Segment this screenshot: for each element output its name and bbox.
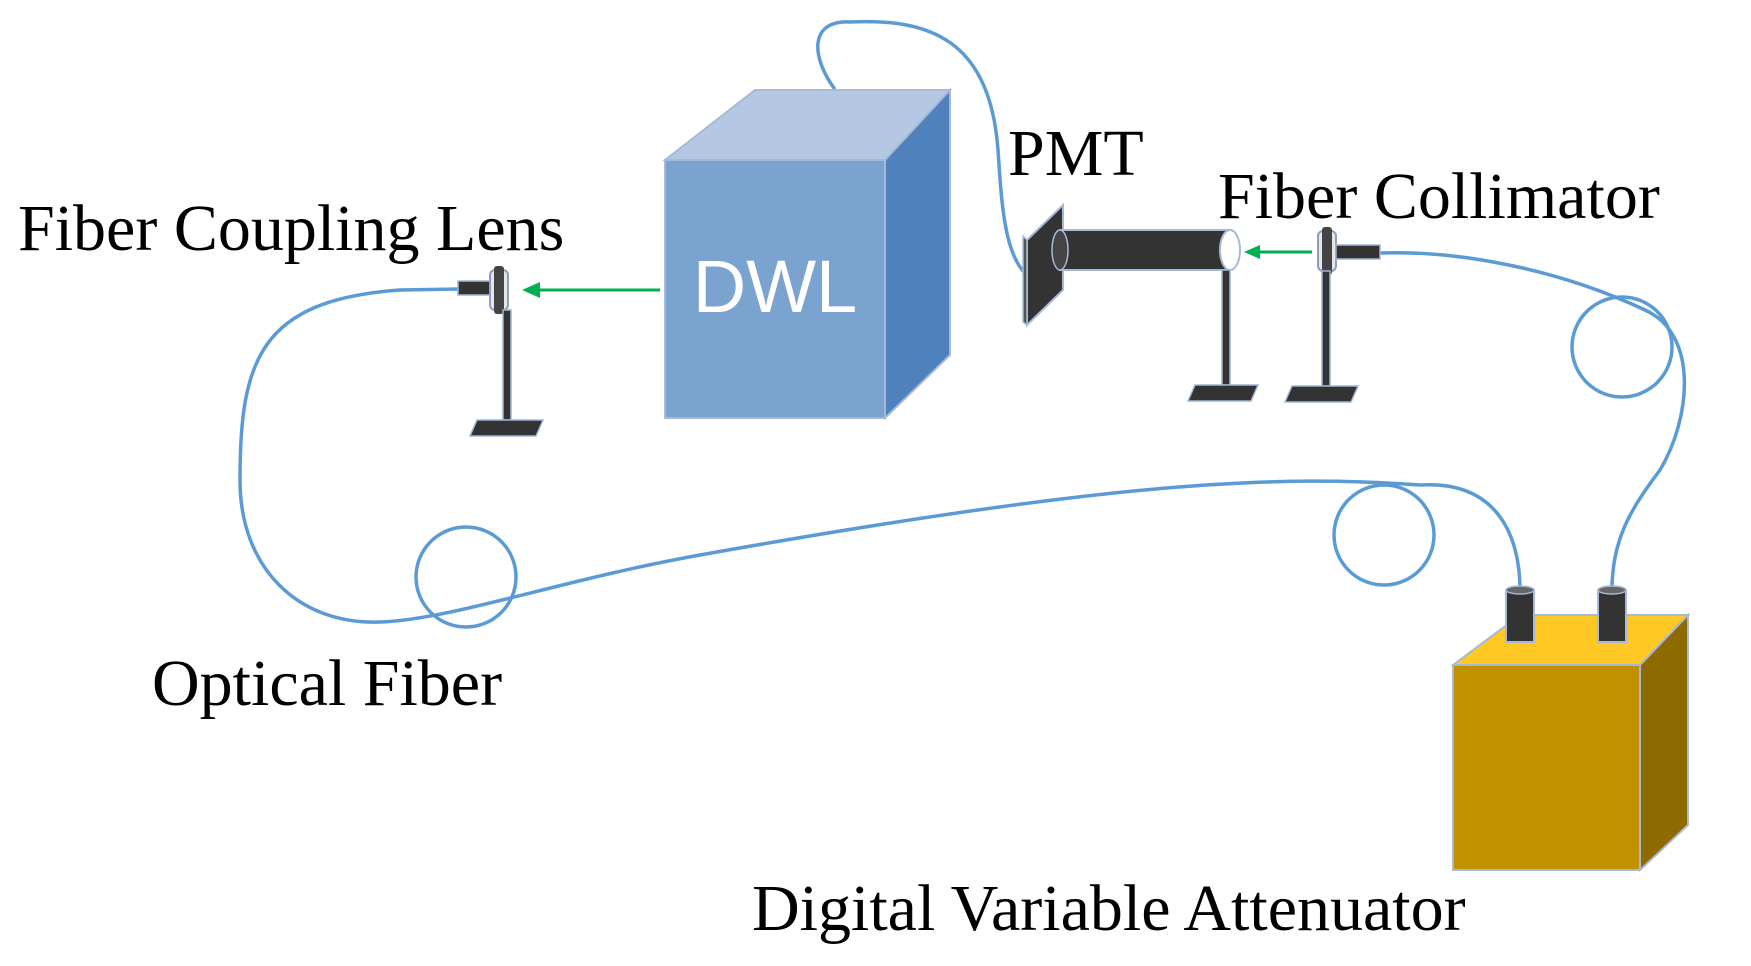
fiber-loop-right	[1570, 295, 1674, 399]
pmt-detector	[1022, 202, 1260, 402]
attenuator-front-face	[1452, 664, 1641, 871]
fiber-attenuator-to-coupling-lens	[238, 287, 1522, 624]
beam-arrow-dwl	[522, 282, 660, 298]
fiber-loop-attenuator	[1332, 483, 1436, 587]
pmt-tube	[1059, 229, 1231, 271]
fiber-loop-bottom-left	[414, 525, 518, 629]
attenuator-port-2	[1597, 585, 1627, 643]
fiber-collimator-to-attenuator	[1378, 250, 1687, 592]
label-optical-fiber: Optical Fiber	[152, 647, 502, 720]
fiber-dwl-to-pmt	[816, 19, 1042, 285]
dwl-label: DWL	[693, 245, 857, 328]
digital-variable-attenuator-box	[1449, 585, 1691, 873]
attenuator-port-1	[1505, 585, 1535, 643]
label-pmt: PMT	[1008, 117, 1144, 190]
pmt-window	[1219, 229, 1241, 271]
beam-arrow-collimator	[1244, 245, 1312, 259]
dwl-front-face	[664, 159, 886, 419]
optical-fiber	[238, 19, 1687, 629]
label-fiber-collimator: Fiber Collimator	[1218, 160, 1660, 233]
fiber-collimator-mount	[1283, 227, 1381, 403]
label-digital-variable-attenuator: Digital Variable Attenuator	[752, 872, 1466, 945]
dwl-laser-box: DWL	[662, 87, 953, 421]
fiber-coupling-lens-mount	[457, 266, 545, 437]
label-fiber-coupling-lens: Fiber Coupling Lens	[18, 192, 564, 265]
